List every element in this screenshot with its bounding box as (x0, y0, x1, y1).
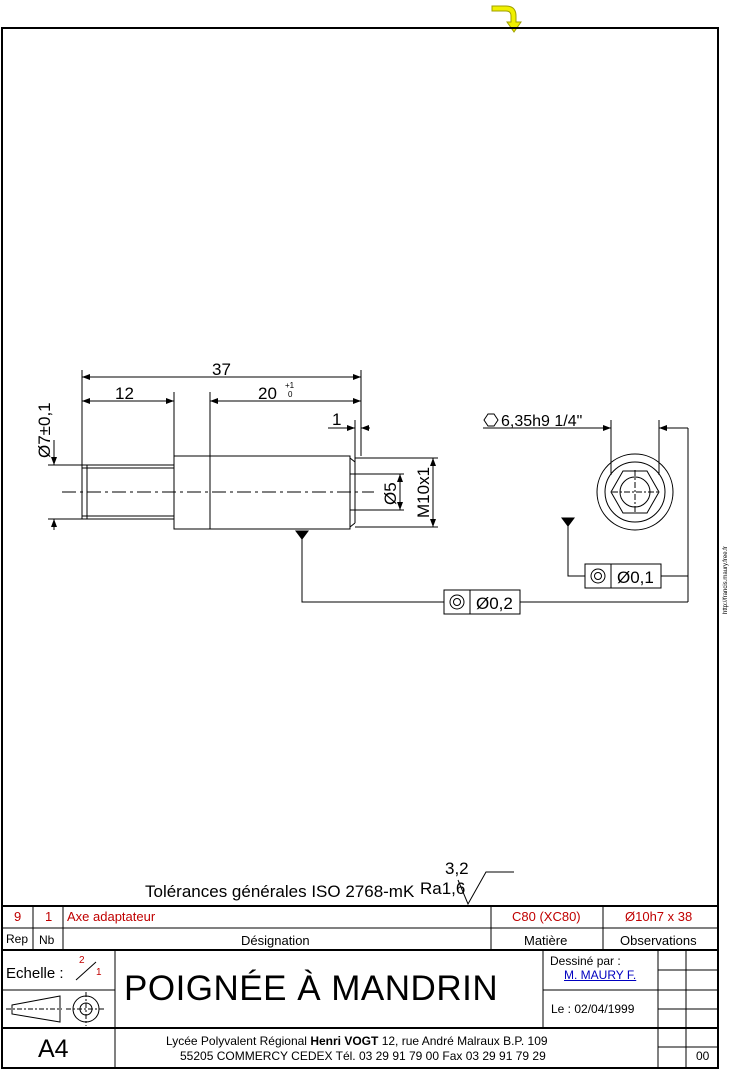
drawn-by-label: Dessiné par : (550, 954, 621, 968)
drawing-title: POIGNÉE À MANDRIN (124, 969, 499, 1008)
dimension-lines (48, 370, 438, 530)
school-line-2: 55205 COMMERCY CEDEX Tél. 03 29 91 79 00… (180, 1049, 546, 1063)
coaxiality-value-1: Ø0,1 (617, 568, 654, 587)
coaxiality-frame-1: Ø0,1 (584, 563, 662, 589)
scale-denominator: 1 (96, 967, 102, 978)
roughness-top: 3,2 (445, 859, 469, 878)
bom-designation: Axe adaptateur (67, 909, 156, 924)
dim-chamfer: 1 (332, 410, 341, 429)
coaxiality-frame-2: Ø0,2 (443, 589, 521, 615)
sheet-frame (1, 27, 719, 1069)
dim-left-length: 12 (115, 384, 134, 403)
datum-leader (295, 530, 444, 603)
dim-mid-tol-upper: +1 (285, 381, 295, 390)
bom-header-nb: Nb (39, 933, 55, 947)
bom-material: C80 (XC80) (512, 909, 581, 924)
dim-overall-length: 37 (212, 360, 231, 379)
bom-observations: Ø10h7 x 38 (625, 909, 693, 924)
hexagon-icon (483, 413, 499, 427)
bom-header-material: Matière (524, 933, 568, 948)
revision-index: 00 (696, 1049, 710, 1063)
author-link[interactable]: M. MAURY F. (564, 968, 637, 982)
hex-end-view (483, 420, 689, 603)
side-url: http://francis.maury.free.fr (723, 546, 729, 614)
school-line-1-suffix: 12, rue André Malraux B.P. 109 (381, 1034, 548, 1048)
sheet-format: A4 (38, 1035, 69, 1063)
scale-label: Echelle : (6, 965, 64, 982)
bom-rep: 9 (14, 909, 22, 924)
drawing-date: Le : 02/04/1999 (551, 1002, 635, 1016)
roughness-symbol (457, 871, 514, 906)
dim-thread: M10x1 (414, 467, 433, 518)
bom-header-designation: Désignation (241, 933, 310, 948)
bom-header-rep: Rep (6, 932, 29, 946)
dim-mid-tol-lower: 0 (288, 390, 293, 399)
dim-left-diameter: Ø7±0,1 (35, 402, 54, 458)
roughness-bottom: Ra1,6 (420, 879, 465, 898)
school-line-1-prefix: Lycée Polyvalent Régional (166, 1034, 307, 1048)
bom-nb: 1 (45, 909, 53, 924)
dim-hex: 6,35h9 1/4" (501, 413, 582, 430)
title-block-grid (2, 905, 718, 1068)
projection-symbol-icon (6, 992, 106, 1026)
scale-numerator: 2 (79, 955, 85, 966)
bom-header-observations: Observations (620, 933, 697, 948)
dim-thread-inner: Ø5 (381, 482, 400, 505)
dim-mid-length: 20 (258, 384, 277, 403)
coaxiality-value-2: Ø0,2 (476, 594, 513, 613)
scale-slash (75, 961, 97, 981)
school-line-1: Lycée Polyvalent Régional Henri VOGT 12,… (166, 1035, 548, 1047)
general-tolerances: Tolérances générales ISO 2768-mK (145, 882, 415, 901)
school-name: Henri VOGT (310, 1034, 379, 1048)
